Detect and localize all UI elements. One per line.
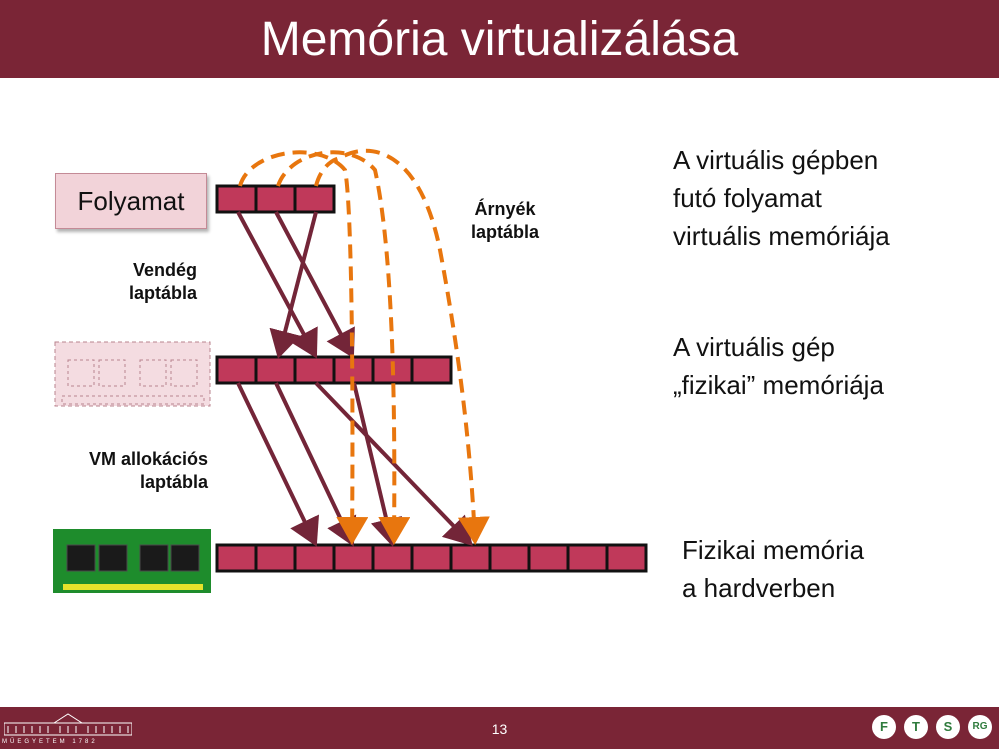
university-building-logo (4, 713, 132, 736)
guest-page-table-label: Vendég laptábla (112, 259, 197, 305)
guest-ram-icon (54, 341, 211, 407)
physical-ram-icon (53, 529, 211, 593)
process-memory-description: A virtuális gépben futó folyamat virtuál… (673, 141, 890, 255)
vm-allocation-table-label-line1: VM allokációs (88, 449, 208, 469)
shadow-page-table-label-line2: laptábla (470, 222, 540, 242)
ftsrg-logos: F T S RG (872, 715, 994, 743)
page-number: 13 (491, 721, 508, 737)
vm-memory-row (215, 355, 453, 385)
vm-memory-description-line1: A virtuális gép (673, 332, 835, 362)
vm-allocation-table-label: VM allokációs laptábla (40, 448, 208, 494)
process-label: Folyamat (77, 186, 185, 216)
process-memory-row (215, 184, 336, 214)
shadow-page-table-label-line1: Árnyék (474, 199, 536, 219)
guest-page-table-label-line2: laptábla (128, 283, 197, 303)
logo-s: S (936, 715, 960, 739)
process-memory-description-line1: A virtuális gépben (673, 145, 879, 175)
physical-memory-description-line1: Fizikai memória (682, 535, 865, 565)
university-text: MŰEGYETEM 1782 (2, 739, 98, 745)
physical-memory-description-line2: a hardverben (682, 573, 836, 603)
shadow-page-table-arrows (238, 148, 490, 545)
process-memory-description-line3: virtuális memóriája (673, 221, 890, 251)
logo-t: T (904, 715, 928, 739)
title-bar (0, 0, 999, 78)
logo-rg: RG (968, 715, 992, 739)
shadow-page-table-label: Árnyék laptábla (455, 198, 555, 244)
process-box (55, 173, 207, 229)
vm-allocation-table-label-line2: laptábla (139, 472, 208, 492)
guest-page-table-arrows (236, 211, 355, 359)
process-memory-description-line2: futó folyamat (673, 183, 822, 213)
physical-memory-description: Fizikai memória a hardverben (682, 531, 864, 607)
vm-memory-description-line2: „fizikai” memóriája (673, 370, 884, 400)
guest-page-table-label-line1: Vendég (132, 260, 197, 280)
physical-memory-row (215, 543, 648, 573)
footer-bar (0, 707, 999, 749)
vm-memory-description: A virtuális gép „fizikai” memóriája (673, 328, 884, 404)
slide-title: Memória virtualizálása (260, 13, 739, 66)
logo-f: F (872, 715, 896, 739)
